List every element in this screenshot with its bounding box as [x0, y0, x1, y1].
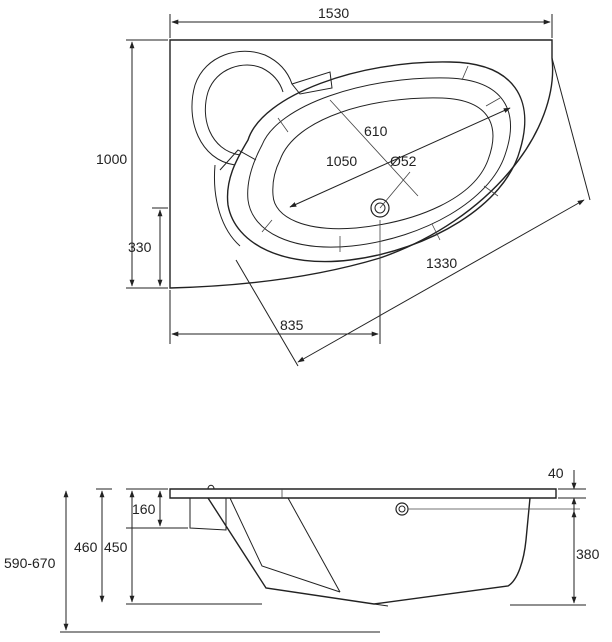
- dim-460: 460: [74, 539, 98, 555]
- tub-body-side: [207, 497, 531, 605]
- dim-1530: 1530: [318, 5, 349, 21]
- dim-450: 450: [104, 539, 128, 555]
- dim-160: 160: [132, 501, 156, 517]
- top-view: 1530 1000 330 610 1050 Ø52 1330 835: [96, 5, 591, 367]
- dim-drain-52: Ø52: [390, 153, 417, 169]
- tub-rim-side: [169, 488, 557, 499]
- dim-40: 40: [548, 465, 564, 481]
- dim-1000: 1000: [96, 151, 127, 167]
- dim-1330: 1330: [426, 255, 457, 271]
- outer-oval: [226, 61, 526, 263]
- dim-835: 835: [280, 317, 304, 333]
- dim-330: 330: [128, 239, 152, 255]
- side-view: 40 380 160 450 460 590-670: [4, 465, 600, 633]
- dim-380: 380: [576, 546, 600, 562]
- seat-block-side: [189, 498, 227, 531]
- seat-detail: [191, 50, 333, 247]
- dim-1050: 1050: [326, 153, 357, 169]
- dim-610: 610: [364, 123, 388, 139]
- overflow-icon: [395, 502, 409, 516]
- dim-590-670: 590-670: [4, 555, 56, 571]
